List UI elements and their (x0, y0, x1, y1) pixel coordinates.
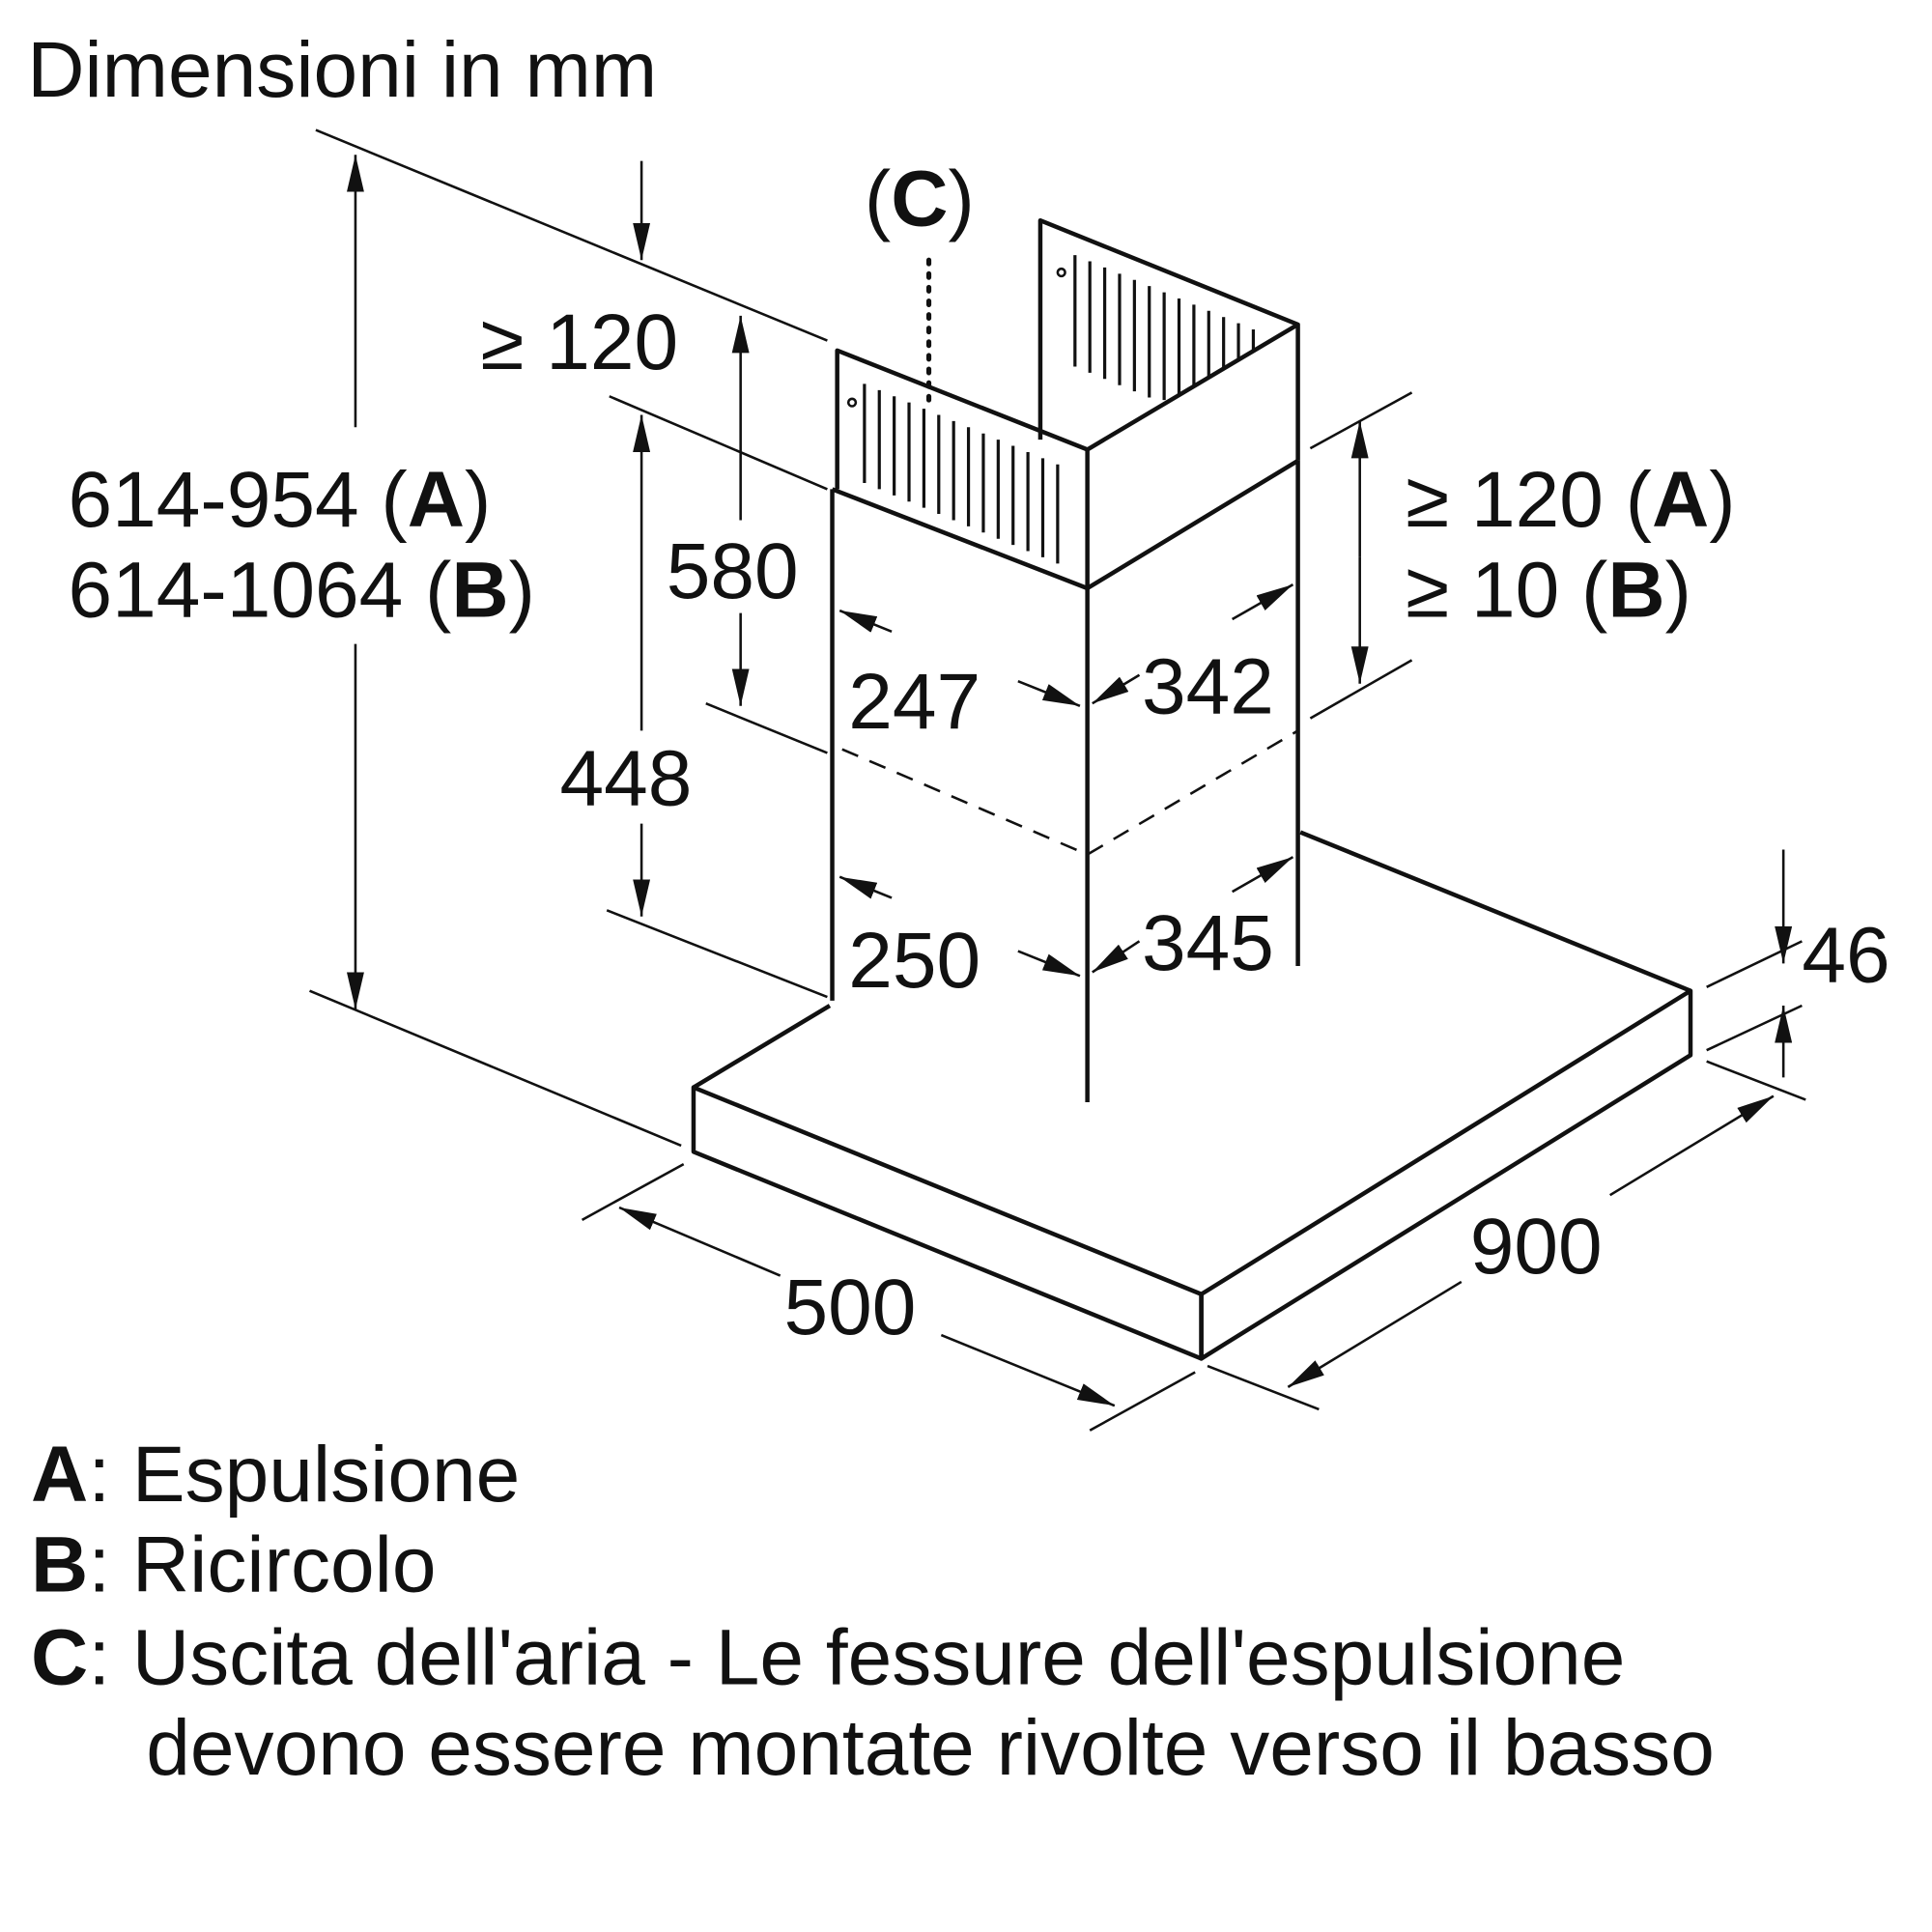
legend-item-c: C: Uscita dell'aria - Le fessure dell'es… (31, 1614, 1625, 1702)
vent-slots-front (863, 384, 1060, 564)
hood-width-label: 900 (1470, 1203, 1603, 1291)
extension-lines (309, 128, 1806, 1432)
lower-depth-label: 250 (848, 917, 980, 1005)
total-height-recirc-label: 614-1064 (B) (69, 546, 535, 634)
right-gap-exhaust-label: ≥ 120 (A) (1406, 456, 1735, 544)
air-outlet-marker: (C) (865, 155, 975, 242)
vent-slots-back (1073, 255, 1256, 401)
total-height-exhaust-label: 614-954 (A) (69, 456, 492, 544)
legend-item-b: B: Ricircolo (31, 1520, 436, 1608)
hood-depth-label: 500 (784, 1264, 917, 1351)
hood-height-label: 46 (1802, 912, 1889, 1000)
top-gap-label: ≥ 120 (480, 298, 678, 386)
upper-chimney-label: 580 (667, 527, 799, 615)
legend-item-a: A: Espulsione (31, 1431, 520, 1519)
right-gap-recirc-label: ≥ 10 (B) (1406, 546, 1691, 634)
hood-canopy (691, 830, 1693, 1361)
lower-width-label: 345 (1142, 899, 1274, 987)
lower-chimney-label: 448 (559, 734, 692, 822)
lower-chimney (830, 459, 1300, 1103)
dimension-arrows (346, 155, 1793, 1407)
legend-item-c-continued: devono essere montate rivolte verso il b… (146, 1704, 1715, 1792)
upper-width-label: 342 (1142, 642, 1274, 730)
diagram-title: Dimensioni in mm (27, 26, 657, 114)
upper-chimney (835, 217, 1300, 588)
legend: A: Espulsione B: Ricircolo C: Uscita del… (31, 1431, 1715, 1792)
upper-depth-label: 247 (848, 658, 980, 746)
